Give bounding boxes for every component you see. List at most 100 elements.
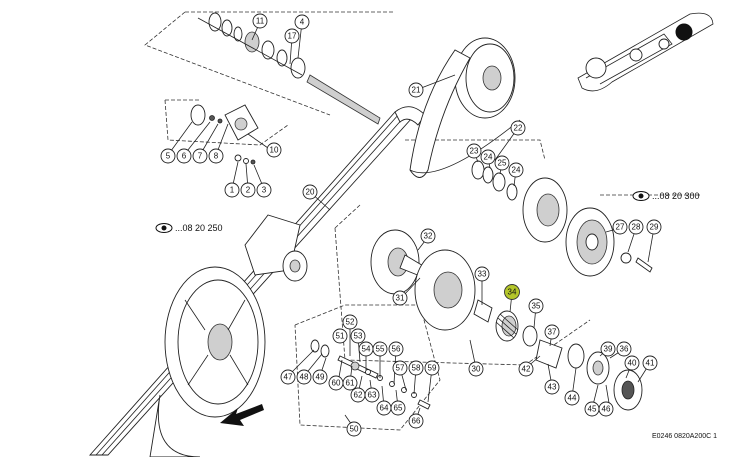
callout-24a: 24 — [480, 149, 496, 165]
svg-text:22: 22 — [514, 124, 523, 133]
callout-34-highlighted: 34 — [504, 284, 520, 300]
eye-icon — [155, 223, 173, 233]
callout-5: 5 — [160, 148, 176, 164]
callout-55: 55 — [372, 341, 388, 357]
svg-text:46: 46 — [602, 405, 611, 414]
callout-65: 65 — [390, 400, 406, 416]
callout-57: 57 — [392, 360, 408, 376]
callout-42: 42 — [518, 361, 534, 377]
svg-text:60: 60 — [332, 379, 341, 388]
svg-text:58: 58 — [412, 364, 421, 373]
svg-text:32: 32 — [424, 232, 433, 241]
svg-text:6: 6 — [182, 152, 187, 161]
svg-text:53: 53 — [354, 332, 363, 341]
callout-59: 59 — [424, 360, 440, 376]
callout-4: 4 — [294, 14, 310, 30]
svg-text:52: 52 — [346, 318, 355, 327]
callout-8: 8 — [208, 148, 224, 164]
callout-22: 22 — [510, 120, 526, 136]
svg-text:64: 64 — [380, 404, 389, 413]
callout-40: 40 — [624, 355, 640, 371]
svg-text:33: 33 — [478, 270, 487, 279]
pulley-lower — [149, 266, 266, 458]
svg-text:23: 23 — [470, 147, 479, 156]
view-reference-label: ...08 20 300 — [652, 191, 700, 201]
callout-54: 54 — [358, 341, 374, 357]
callout-49: 49 — [312, 369, 328, 385]
callout-27: 27 — [612, 219, 628, 235]
svg-text:20: 20 — [306, 188, 315, 197]
svg-text:31: 31 — [396, 294, 405, 303]
svg-text:47: 47 — [284, 373, 293, 382]
svg-text:50: 50 — [350, 425, 359, 434]
svg-text:36: 36 — [620, 345, 629, 354]
svg-text:17: 17 — [288, 32, 297, 41]
svg-text:45: 45 — [588, 405, 597, 414]
svg-text:66: 66 — [412, 417, 421, 426]
callout-33: 33 — [474, 266, 490, 282]
callout-23: 23 — [466, 143, 482, 159]
svg-text:10: 10 — [270, 146, 279, 155]
view-reference-a: ...08 20 300 — [632, 191, 700, 201]
view-reference-b: ...08 20 250 — [155, 223, 223, 233]
callout-50: 50 — [346, 421, 362, 437]
svg-text:21: 21 — [412, 86, 421, 95]
callout-20: 20 — [302, 184, 318, 200]
callout-24b: 24 — [508, 162, 524, 178]
svg-text:54: 54 — [362, 345, 371, 354]
variator-assembly — [370, 229, 643, 411]
pulley-22-group — [471, 160, 568, 243]
svg-text:2: 2 — [246, 186, 251, 195]
callout-60: 60 — [328, 375, 344, 391]
callout-39: 39 — [600, 341, 616, 357]
callout-2: 2 — [240, 182, 256, 198]
svg-text:11: 11 — [256, 17, 265, 26]
callout-3: 3 — [256, 182, 272, 198]
svg-text:5: 5 — [166, 152, 171, 161]
callout-61: 61 — [342, 375, 358, 391]
clutch-disc — [565, 207, 653, 277]
callout-10: 10 — [266, 142, 282, 158]
svg-text:56: 56 — [392, 345, 401, 354]
svg-text:27: 27 — [616, 223, 625, 232]
callout-37: 37 — [544, 324, 560, 340]
callout-63: 63 — [364, 387, 380, 403]
callout-64: 64 — [376, 400, 392, 416]
callout-41: 41 — [642, 355, 658, 371]
callout-45: 45 — [584, 401, 600, 417]
callout-56: 56 — [388, 341, 404, 357]
svg-text:29: 29 — [650, 223, 659, 232]
callout-21: 21 — [408, 82, 424, 98]
pulley-21 — [409, 37, 521, 178]
belt-20 — [88, 106, 426, 456]
small-parts — [310, 339, 431, 410]
callout-47: 47 — [280, 369, 296, 385]
callout-53: 53 — [350, 328, 366, 344]
drawing-code: E0246 0820A200C 1 — [652, 433, 717, 440]
svg-text:28: 28 — [632, 223, 641, 232]
svg-text:41: 41 — [646, 359, 655, 368]
svg-text:61: 61 — [346, 379, 355, 388]
callout-11: 11 — [252, 13, 268, 29]
svg-text:30: 30 — [472, 365, 481, 374]
svg-text:59: 59 — [428, 364, 437, 373]
svg-text:35: 35 — [532, 302, 541, 311]
callout-36: 36 — [616, 341, 632, 357]
eye-icon — [632, 191, 650, 201]
view-reference-label: ...08 20 250 — [175, 223, 223, 233]
svg-text:42: 42 — [522, 365, 531, 374]
svg-text:51: 51 — [336, 332, 345, 341]
direction-arrow-icon — [220, 404, 264, 426]
callout-29: 29 — [646, 219, 662, 235]
idler-assembly — [244, 214, 308, 282]
svg-text:34: 34 — [508, 288, 517, 297]
callout-group: 1 2 3 4 5 6 7 8 10 11 17 20 21 22 23 24 … — [160, 13, 662, 437]
shaft-assembly — [197, 12, 381, 125]
svg-text:55: 55 — [376, 345, 385, 354]
location-map-icon — [577, 12, 714, 92]
svg-text:44: 44 — [568, 394, 577, 403]
callout-66: 66 — [408, 413, 424, 429]
svg-text:4: 4 — [300, 18, 305, 27]
callout-48: 48 — [296, 369, 312, 385]
svg-text:48: 48 — [300, 373, 309, 382]
